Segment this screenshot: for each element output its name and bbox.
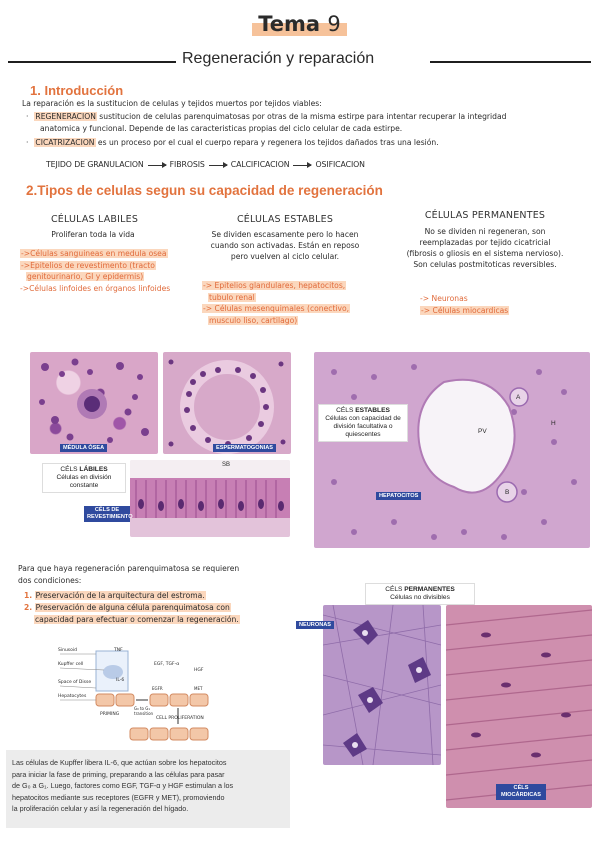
diagram-label: PRIMING [100,712,120,717]
diagram-label: Kupffer cell [58,662,84,667]
label-cels-permanentes: CÉLS PERMANENTES Células no divisibles [365,583,475,605]
tema-label: Tema 9 [252,12,347,36]
bullet-cicatrizacion: ·CICATRIZACION es un proceso por el cual… [26,138,439,147]
flow-step: TEJIDO DE GRANULACION [46,160,144,169]
arrow-icon [293,161,313,168]
list-item: genitourinario, GI y epidermis) [26,272,145,281]
diagram-label: HGF [194,668,204,673]
conditions-list: 1. Preservación de la arquitectura del e… [24,591,240,624]
tag-miocardicas: CÉLS MIOCÁRDICAS [496,784,546,800]
section2-heading: 2.Tipos de celulas segun su capacidad de… [26,183,383,198]
conditions-intro: Para que haya regeneración parenquimatos… [18,564,240,585]
col-permanentes-list: -> Neuronas -> Células miocardicas [420,293,570,316]
list-item: musculo liso, cartilago) [208,315,299,325]
page-header: Tema 9 [0,12,599,36]
term-regeneracion: REGENERACION [34,112,97,121]
revestimiento-micrograph [130,460,290,537]
marker-sb: SB [222,462,231,468]
tag-medula-osea: MÉDULA ÓSEA [60,444,108,452]
image-miocardio [446,605,592,808]
diagram-label: MET [194,686,203,691]
marker-pv: PV [478,428,487,435]
image-espermatogonias [163,352,291,454]
note-text: Las células de Kupffer libera IL-6, que … [12,758,234,814]
list-item: -> Células miocardicas [420,305,510,315]
col-permanentes-title: CÉLULAS PERMANENTES [424,210,546,221]
flow-sequence: TEJIDO DE GRANULACION FIBROSIS CALCIFICACI… [46,160,365,169]
image-neuronas [323,605,441,765]
diagram-label: Hepatocytes [58,694,87,699]
note-box [6,750,290,828]
list-item: -> Células mesenquimales (conectivo, [202,304,351,313]
col-estables-list: -> Epitelios glandulares, hepatocitos, t… [202,280,382,326]
list-item: ->Células sanguineas en medula osea [20,249,168,258]
diagram-label: G₀ to G₁ transition [134,706,154,716]
image-medula-osea [30,352,158,454]
marker-h: H [551,420,556,427]
list-item: ->Epitelios de revestimento (tracto [20,260,156,270]
section1-intro: La reparación es la sustitucion de celul… [22,99,322,108]
col-permanentes-desc: No se dividen ni regeneran, son reemplaz… [406,227,564,269]
diagram-label: CELL PROLIFERATION [156,716,204,721]
list-item: tubulo renal [208,292,256,302]
list-item: -> Epitelios glandulares, hepatocitos, [202,281,347,290]
tema-word: Tema [258,12,321,36]
col-estables-title: CÉLULAS ESTABLES [236,214,334,225]
list-item: -> Neuronas [420,294,468,303]
col-labiles-title: CÉLULAS LABILES [50,214,139,225]
term-cicatrizacion: CICATRIZACION [34,138,96,147]
tag-neuronas: NEURONAS [296,621,335,629]
page-subtitle: Regeneración y reparación [182,50,375,67]
bullet-regeneracion: ·REGENERACION sustitucion de celulas par… [26,112,507,121]
diagram-label: EGFR [152,686,163,691]
section1-heading: 1. Introducción [30,83,124,98]
subtitle-row: Regeneración y reparación [0,50,599,72]
tag-revestimiento: CÉLS DE REVESTIMIENTO [84,506,133,522]
priming-diagram: Sinusoid Kupffer cell Space of Disse Hep… [58,648,238,748]
marker-b: B [505,489,510,496]
col-labiles-list: ->Células sanguineas en medula osea ->Ep… [20,248,200,294]
tema-number: 9 [327,12,341,36]
rule-left [8,61,176,63]
col-estables-desc: Se dividen escasamente pero lo hacen cua… [210,230,360,261]
miocardio-micrograph [446,609,592,801]
arrow-icon [147,161,167,168]
liver-regeneration-diagram [59,650,209,741]
marker-a: A [516,394,521,401]
tag-hepatocitos: HEPATOCITOS [376,492,422,500]
image-higado [314,352,590,548]
liver-micrograph [331,364,577,540]
flow-step: OSIFICACION [315,160,365,169]
flow-step: CALCIFICACION [230,160,290,169]
col-labiles-desc: Proliferan toda la vida [51,230,135,239]
image-revestimiento [130,460,290,537]
diagram-label: IL-6 [116,678,125,683]
diagram-label: TNF [114,648,123,653]
espermatogonias-micrograph [168,359,286,454]
list-item: ->Células linfoides en órganos linfoides [20,283,171,293]
diagram-label: Sinusoid [58,648,78,653]
diagram-label: EGF, TGF-α [154,662,180,667]
flow-step: FIBROSIS [169,160,205,169]
neuronas-micrograph [323,605,441,765]
bullet-regeneracion-cont: anatomica y funcional. Depende de las ca… [40,124,403,133]
label-cels-labiles: CÉLS LÁBILES Células en división constan… [42,463,126,493]
diagram-label: Space of Disse [58,680,92,685]
arrow-icon [208,161,228,168]
label-cels-estables: CÉLS ESTABLES Células con capacidad de d… [318,404,408,442]
tag-espermatogonias: ESPERMATOGONIAS [213,444,276,452]
rule-right [430,61,591,63]
medula-osea-micrograph [39,358,149,443]
